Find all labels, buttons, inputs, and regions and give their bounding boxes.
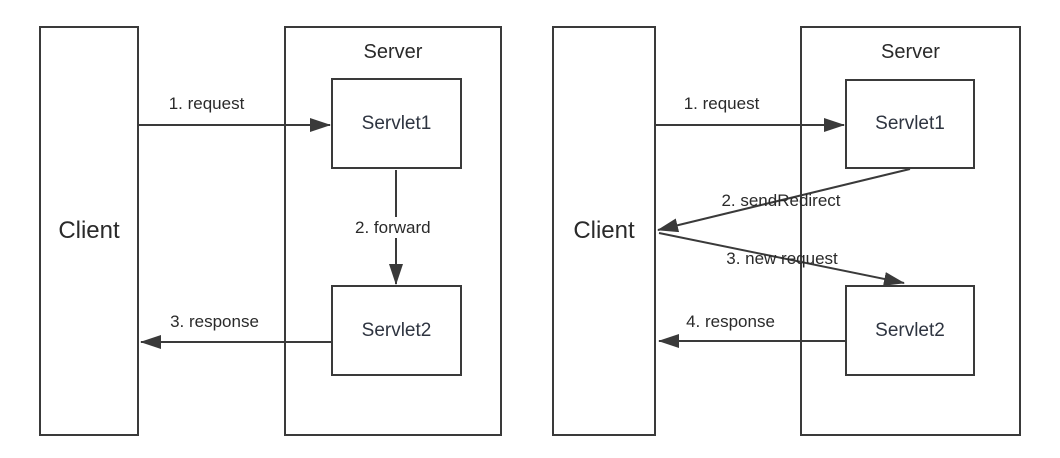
left-servlet1-label: Servlet1 [361,112,432,134]
left-client-box: Client [39,26,139,436]
right-client-label: Client [573,217,635,244]
right-request-label: 1. request [683,94,760,113]
right-server-label: Server [881,41,940,63]
left-server-label: Server [363,41,423,63]
right-servlet2-box: Servlet2 [845,285,975,376]
right-client-box: Client [552,26,656,436]
right-sendredirect-label: 2. sendRedirect [721,191,841,210]
right-servlet2-label: Servlet2 [875,319,945,341]
right-response-label: 4. response [686,312,775,331]
right-servlet1-label: Servlet1 [875,113,945,134]
left-servlet2-box: Servlet2 [331,285,462,376]
left-servlet1-box: Servlet1 [331,78,462,169]
right-newrequest-label: 3. new request [726,249,838,268]
left-response-label: 3. response [170,312,259,331]
left-request-label: 1. request [168,94,245,113]
left-client-label: Client [58,217,120,244]
right-servlet1-box: Servlet1 [845,79,975,169]
left-servlet2-label: Servlet2 [361,319,432,341]
left-forward-label: 2. forward [350,217,436,238]
